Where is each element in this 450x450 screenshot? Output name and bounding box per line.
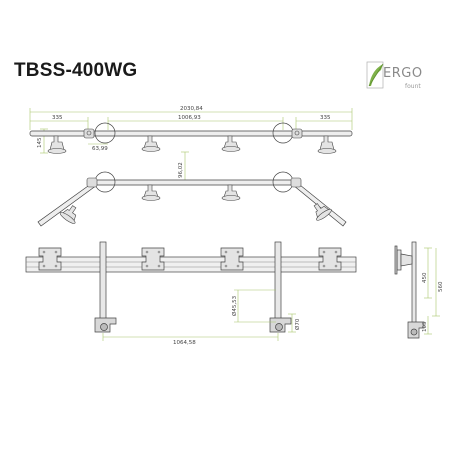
- dim-side-clamp: 105: [422, 321, 428, 332]
- dim-right-offset: 335: [320, 115, 331, 121]
- product-title: TBSS-400WG: [14, 60, 138, 81]
- dim-overall-width: 2030,84: [180, 106, 203, 112]
- dim-side-height-a: 450: [422, 272, 428, 283]
- dim-side-height-b: 560: [438, 281, 444, 292]
- dim-center-span: 1006,93: [178, 115, 201, 121]
- dim-left-offset: 335: [52, 115, 63, 121]
- logo-subtext: fount: [405, 83, 421, 90]
- side-view: 450 560 105: [394, 241, 444, 339]
- ergo-logo-mark: [366, 61, 384, 89]
- dim-height: 145: [37, 137, 43, 148]
- dim-depth: 96,02: [178, 162, 184, 178]
- front-view: 1064,58 Ø45,53 Ø70: [25, 241, 357, 346]
- dim-pole-height: Ø45,53: [231, 295, 238, 316]
- dim-foot: Ø70: [294, 318, 301, 330]
- dim-pole-spacing: 1064,58: [173, 340, 196, 346]
- logo-word: ERGO: [383, 66, 423, 81]
- angled-view: 96,02: [37, 151, 347, 227]
- top-view: 2030,84 335 1006,93 335 63,99 145: [29, 106, 353, 154]
- dim-small-offset: 63,99: [92, 146, 108, 152]
